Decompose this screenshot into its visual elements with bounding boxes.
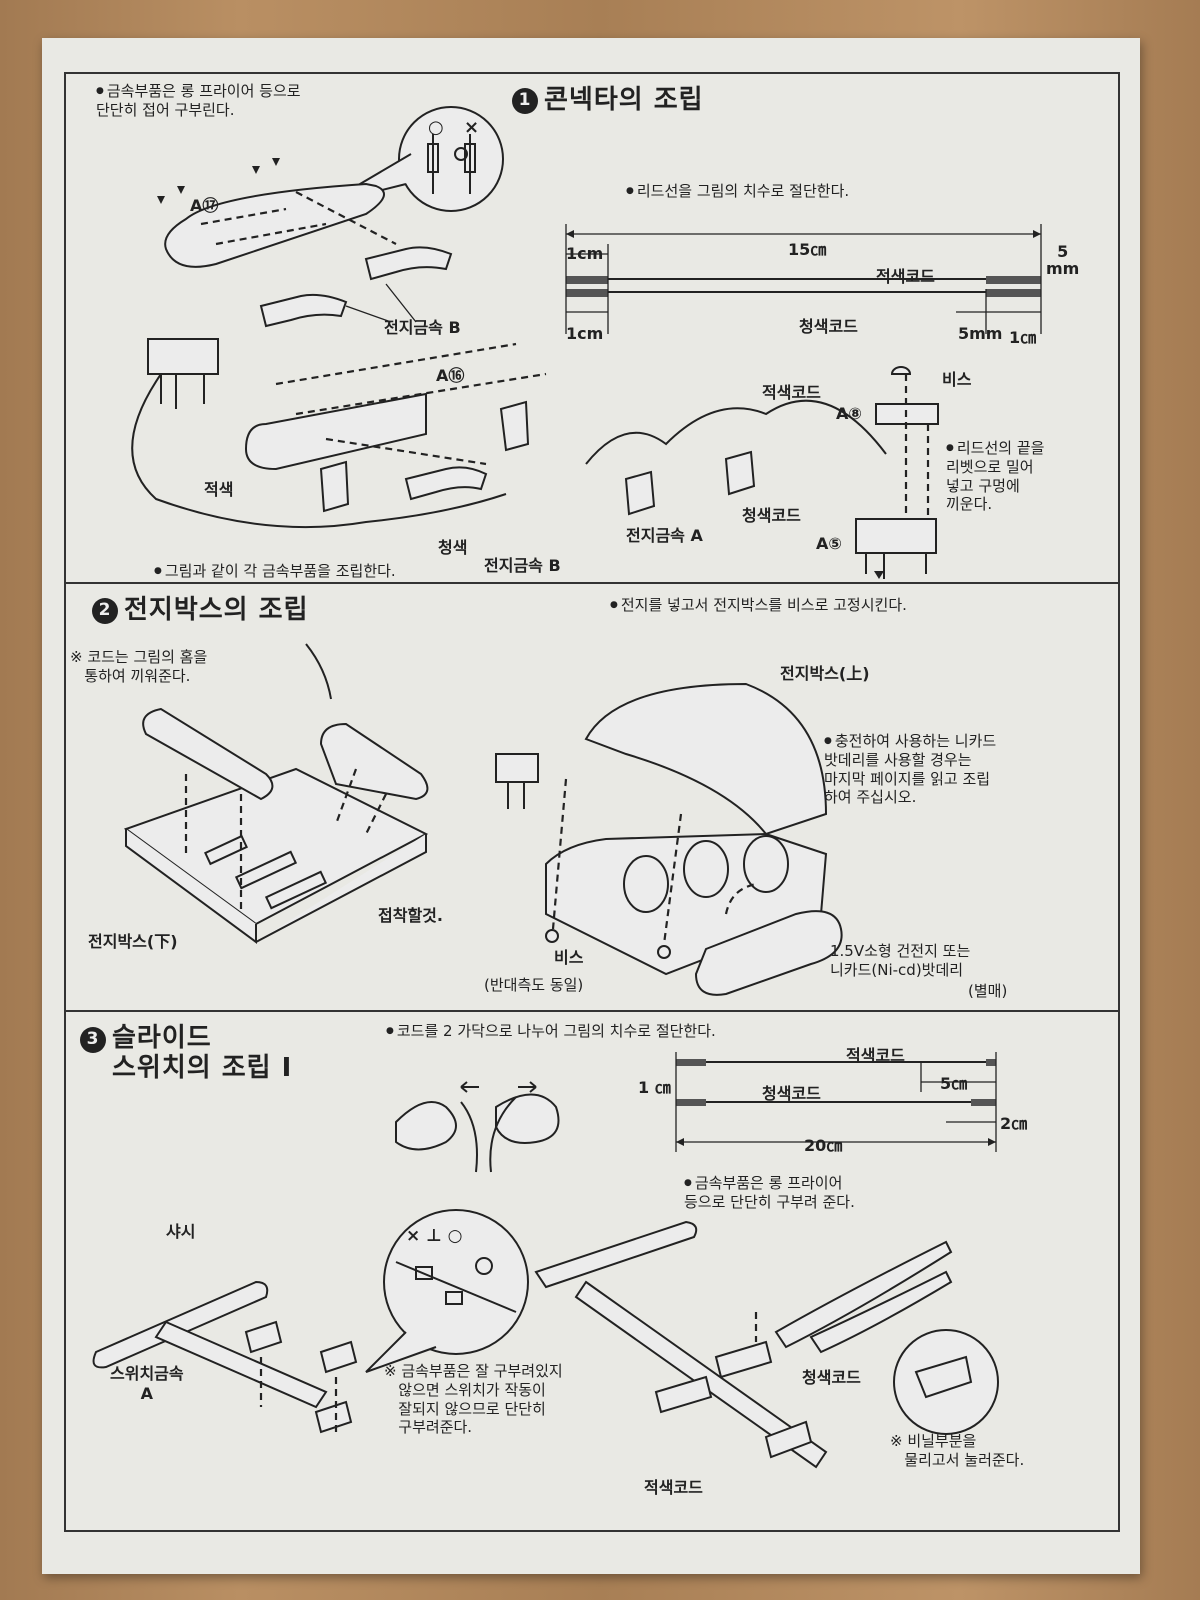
note-route-cord: ※ 코드는 그림의 홈을 통하여 끼워준다. (70, 648, 208, 685)
dim-2cm: 2㎝ (1000, 1114, 1028, 1133)
label-blue-cord-connector: 청색코드 (742, 506, 801, 525)
label-red-cord-dimension-3: 적색코드 (846, 1046, 905, 1065)
label-blue-cord-dimension-3: 청색코드 (762, 1084, 821, 1103)
label-switch-metal-a: 스위치금속 A (110, 1364, 184, 1403)
section3-title: 슬라이드 스위치의 조립 I (112, 1023, 293, 1083)
label-red-cord-connector: 적색코드 (762, 383, 821, 402)
label-terminal-b-bottom: 전지금속 B (484, 556, 561, 575)
label-terminal-b-top: 전지금속 B (384, 318, 461, 337)
note-split-cord: 코드를 2 가닥으로 나누어 그림의 치수로 절단한다. (386, 1022, 716, 1041)
label-blue-wire: 청색 (438, 538, 468, 557)
label-a17: A⑰ (190, 196, 219, 215)
dim-1cm-bottom: 1cm (566, 324, 604, 343)
dim-1cm-top: 1cm (566, 244, 604, 263)
label-opposite-side-same: (반대측도 동일) (484, 976, 584, 994)
instruction-frame: 1 콘넥타의 조립 금속부품은 롱 프라이어 등으로 단단히 접어 구부린다. (64, 72, 1120, 1532)
label-red-cord-switch: 적색코드 (644, 1478, 703, 1497)
step-number-3: 3 (80, 1027, 106, 1053)
instruction-sheet: 1 콘넥타의 조립 금속부품은 롱 프라이어 등으로 단단히 접어 구부린다. (42, 38, 1140, 1574)
note-nicad-battery: 충전하여 사용하는 니카드 밧데리를 사용할 경우는 마지막 페이지를 읽고 조… (824, 732, 996, 807)
label-terminal-a: 전지금속 A (626, 526, 703, 545)
ng-mark: × (464, 117, 480, 138)
note-bend-warning: ※ 금속부품은 잘 구부려있지 않으면 스위치가 작동이 잘되지 않으므로 단단… (384, 1362, 563, 1437)
section-battery-box-assembly: 2 전지박스의 조립 전지를 넣고서 전지박스를 비스로 고정시킨다. (66, 584, 1118, 1012)
section3-heading: 3 슬라이드 스위치의 조립 I (80, 1023, 293, 1084)
ok-mark: ○ (428, 117, 444, 138)
ok-ng-marks: × ⊥ ○ (406, 1226, 463, 1246)
section2-heading: 2 전지박스의 조립 (92, 595, 309, 626)
section2-title: 전지박스의 조립 (124, 595, 309, 625)
step-number-1: 1 (512, 87, 538, 114)
label-sold-separately: (별매) (968, 982, 1008, 1000)
note-fix-with-screw: 전지를 넣고서 전지박스를 비스로 고정시킨다. (610, 596, 907, 615)
note-bend-with-pliers: 금속부품은 롱 프라이어 등으로 단단히 구부려 준다. (684, 1174, 855, 1212)
dim-5cm: 5㎝ (940, 1074, 968, 1093)
dim-5mm-bottom: 5mm (958, 324, 1003, 343)
label-blue-cord-dimension: 청색코드 (799, 317, 858, 336)
note-rivet-lead: 리드선의 끝을 리벳으로 밀어 넣고 구멍에 끼운다. (946, 439, 1044, 514)
note-assemble-parts: 그림과 같이 각 금속부품을 조립한다. (154, 562, 396, 581)
slide-switch-diagram (92, 1052, 999, 1469)
label-screw-connector: 비스 (942, 370, 972, 389)
note-cut-lead: 리드선을 그림의 치수로 절단한다. (626, 182, 849, 201)
dim-15cm: 15㎝ (788, 240, 827, 259)
note-press-vinyl: ※ 비닐부분을 물리고서 눌러준다. (890, 1432, 1025, 1469)
note-bend-firmly: 금속부품은 롱 프라이어 등으로 단단히 접어 구부린다. (96, 82, 301, 120)
label-battery-type: 1.5V소형 건전지 또는 니카드(Ni-cd)밧데리 (830, 942, 971, 979)
label-a5: A⑤ (816, 534, 842, 553)
step-number-2: 2 (92, 597, 118, 624)
section-slide-switch-assembly: 3 슬라이드 스위치의 조립 I 코드를 2 가닥으로 나누어 그림의 치수로 … (66, 1012, 1118, 1530)
label-red-cord-dimension: 적색코드 (876, 267, 935, 286)
dim-1cm-right: 1㎝ (1009, 328, 1037, 347)
section1-title: 콘넥타의 조립 (544, 85, 704, 115)
label-a16: A⑯ (436, 366, 465, 385)
label-box-bottom: 전지박스(下) (88, 932, 178, 951)
dim-20cm: 20㎝ (804, 1136, 843, 1155)
label-screw-box: 비스 (554, 948, 584, 967)
dim-1cm-section3: 1 ㎝ (638, 1078, 671, 1097)
label-box-top: 전지박스(上) (780, 664, 870, 683)
label-glue: 접착할것. (378, 906, 443, 925)
battery-box-diagram (123, 643, 843, 996)
label-a8: A⑧ (836, 404, 862, 423)
label-blue-cord-switch: 청색코드 (802, 1368, 861, 1387)
section1-heading: 1 콘넥타의 조립 (512, 85, 704, 116)
label-chassis: 샤시 (166, 1222, 196, 1241)
section-connector-assembly: 1 콘넥타의 조립 금속부품은 롱 프라이어 등으로 단단히 접어 구부린다. (66, 74, 1118, 584)
dim-5mm-top: 5 mm (1046, 242, 1080, 278)
label-red-wire: 적색 (204, 480, 234, 499)
connector-diagram (131, 106, 1042, 579)
